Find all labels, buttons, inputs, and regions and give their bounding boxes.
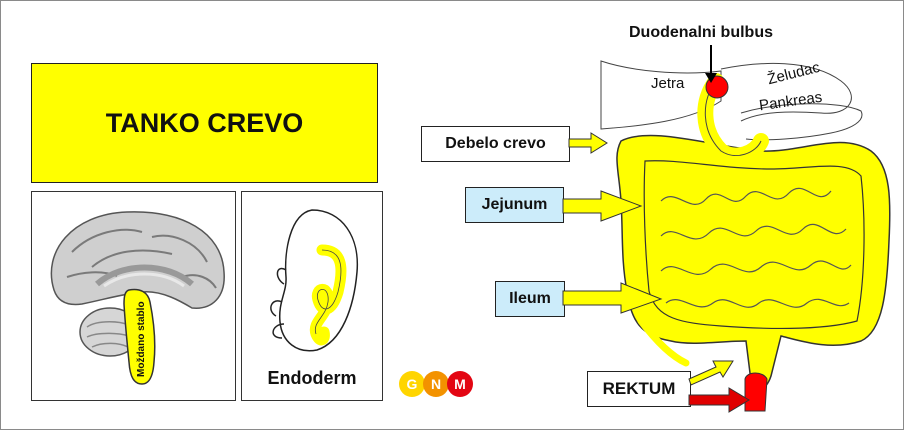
embryo-illustration bbox=[270, 209, 359, 352]
arrow-jejunum bbox=[562, 190, 643, 222]
logo-letter-n: N bbox=[431, 376, 441, 392]
page-title: TANKO CREVO bbox=[105, 107, 304, 138]
intestine-illustration bbox=[600, 60, 891, 412]
arrow-rectum-yellow bbox=[688, 360, 734, 386]
liver-label: Jetra bbox=[651, 75, 685, 92]
embryo-panel: Endoderm bbox=[241, 191, 383, 401]
arrow-ileum bbox=[562, 282, 663, 314]
embryo-outline bbox=[278, 209, 359, 352]
liver-outline bbox=[600, 60, 722, 130]
duodenal-bulb-arrow bbox=[705, 45, 717, 83]
arrow-colon bbox=[568, 132, 608, 154]
rectum-label: REKTUM bbox=[587, 371, 691, 407]
small-intestine-loops bbox=[660, 187, 852, 308]
arrow-rectum-red bbox=[688, 387, 750, 413]
title-box: TANKO CREVO bbox=[31, 63, 378, 183]
logo-circle-m bbox=[447, 371, 473, 397]
rectum-shape bbox=[744, 372, 768, 412]
brainstem-shape bbox=[123, 288, 156, 385]
brain-panel: Moždano stablo bbox=[31, 191, 236, 401]
logo-circle-g bbox=[399, 371, 425, 397]
gnm-logo: G N M bbox=[396, 369, 486, 399]
endoderm-label: Endoderm bbox=[267, 368, 357, 388]
duodenal-bulb-label: Duodenalni bulbus bbox=[629, 24, 773, 41]
logo-letter-g: G bbox=[407, 376, 418, 392]
colon-label: Debelo crevo bbox=[421, 126, 570, 162]
pancreas-outline bbox=[740, 103, 863, 141]
stomach-outline bbox=[720, 62, 852, 122]
jejunum-label: Jejunum bbox=[465, 187, 564, 223]
brain-illustration: Moždano stablo bbox=[50, 211, 225, 385]
brainstem-label: Moždano stablo bbox=[136, 301, 147, 377]
logo-letter-m: M bbox=[454, 376, 466, 392]
ileum-label: Ileum bbox=[495, 281, 565, 317]
logo-circle-n bbox=[423, 371, 449, 397]
